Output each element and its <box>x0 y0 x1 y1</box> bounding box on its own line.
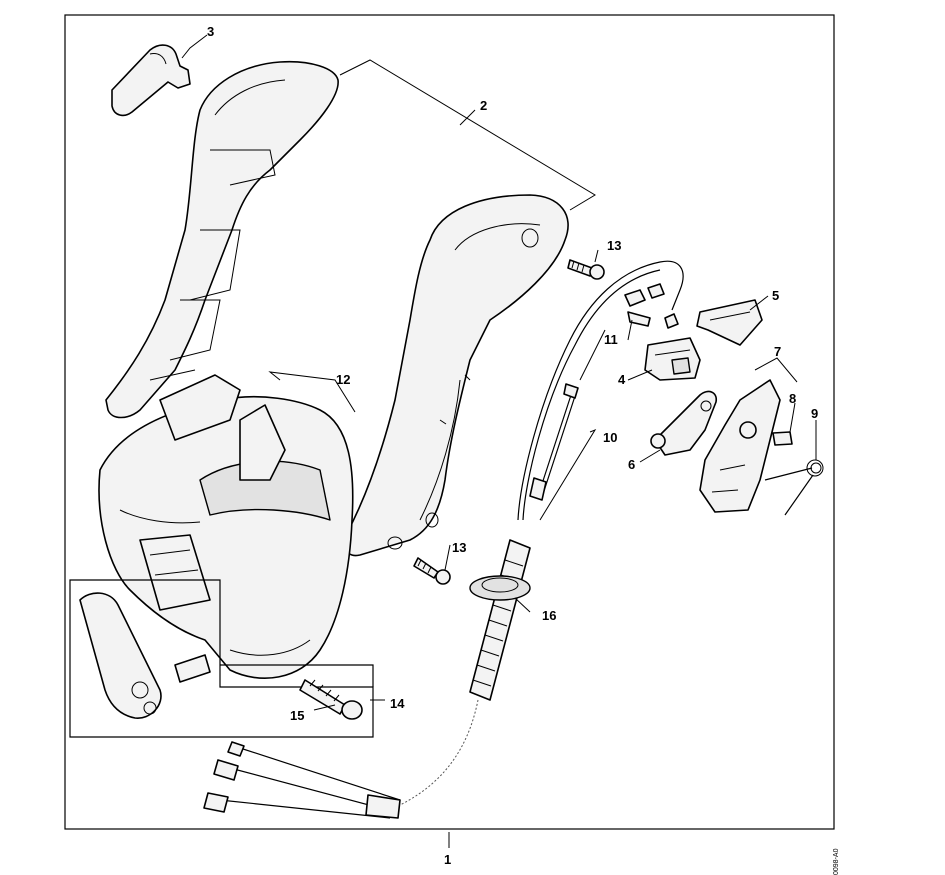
inset-box-14 <box>69 579 374 738</box>
part-10-throttle-cable <box>529 383 579 501</box>
part-3-lever <box>111 44 191 117</box>
callout-10: 10 <box>603 430 617 445</box>
part-9-spring <box>764 459 824 516</box>
callout-labels: 3 2 13 5 11 7 12 4 8 9 10 6 13 16 14 15 … <box>207 24 818 867</box>
callout-7-bracket <box>754 357 798 383</box>
part-2-housing-left-shell <box>105 60 339 419</box>
inset-latch-part <box>79 592 211 719</box>
part-5-clip <box>696 299 763 346</box>
part-2-housing-right-shell <box>343 194 569 557</box>
callout-6: 6 <box>628 457 635 472</box>
callout-2: 2 <box>480 98 487 113</box>
diagram-frame <box>64 14 835 830</box>
part-13-screw-upper <box>567 259 605 280</box>
callout-10-bracket <box>539 329 606 521</box>
callout-2-bracket <box>339 59 596 211</box>
part-16-grommet-conduit <box>399 539 531 806</box>
callout-7: 7 <box>774 344 781 359</box>
part-1-cable-assembly <box>203 741 401 819</box>
callout-5: 5 <box>772 288 779 303</box>
callout-4: 4 <box>618 372 626 387</box>
drawing-code: 0098-A0 <box>833 848 840 875</box>
part-6-lever <box>650 390 718 456</box>
callout-12-bracket <box>268 371 356 413</box>
part-4-switch <box>644 337 701 381</box>
callout-11: 11 <box>604 332 618 347</box>
part-15-screw <box>299 679 363 720</box>
callout-12: 12 <box>336 372 350 387</box>
part-13-screw-lower <box>413 557 451 585</box>
callout-13-lower: 13 <box>452 540 466 555</box>
callout-13-upper: 13 <box>607 238 621 253</box>
part-8-pin <box>772 431 793 446</box>
callout-14: 14 <box>390 696 405 711</box>
callout-15: 15 <box>290 708 304 723</box>
callout-16: 16 <box>542 608 556 623</box>
callout-8: 8 <box>789 391 796 406</box>
callout-1: 1 <box>444 852 451 867</box>
part-11-wire-harness <box>517 260 684 521</box>
part-12-bowl-housing <box>98 374 354 679</box>
callout-3: 3 <box>207 24 214 39</box>
part-7-trigger <box>699 379 781 513</box>
leader-lines <box>181 34 817 848</box>
callout-9: 9 <box>811 406 818 421</box>
